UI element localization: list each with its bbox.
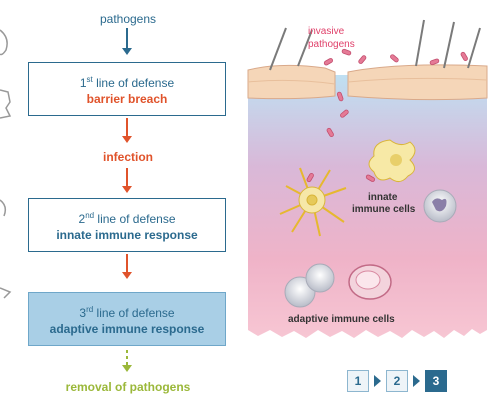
adaptive-label: adaptive immune cells — [288, 314, 395, 325]
arrow-2-head — [122, 136, 132, 143]
invasive-label-line1: invasive — [308, 26, 345, 37]
dashed-arrow — [122, 350, 132, 372]
bacteria — [306, 48, 468, 183]
skin-surface-left — [247, 64, 336, 100]
adaptive-immune-response-label: adaptive immune response — [49, 321, 205, 336]
step-3-button[interactable]: 3 — [425, 370, 447, 392]
pathogens-label: pathogens — [99, 12, 157, 26]
second-line-title: 2nd line of defense — [78, 210, 176, 226]
arrow-4-head — [122, 272, 132, 279]
innate-label-line1: innate — [368, 192, 398, 203]
hairs — [269, 19, 481, 71]
infection-label: infection — [103, 150, 153, 164]
skin-illustration: invasive pathogens innate immune cells a… — [247, 19, 488, 338]
barrier-breach-label: barrier breach — [86, 91, 168, 106]
partial-icon-lower — [0, 199, 7, 217]
lymphocyte-cells — [284, 263, 335, 308]
innate-label-line2: immune cells — [352, 204, 416, 215]
arrow-3-line — [126, 168, 128, 188]
second-line-of-defense-box: 2nd line of defense innate immune respon… — [28, 198, 226, 252]
invasive-label-line2: pathogens — [308, 39, 355, 50]
partial-icon-bottom — [0, 287, 12, 299]
arrow-2-line — [126, 118, 128, 138]
side-icons — [0, 29, 12, 299]
first-line-title: 1st line of defense — [79, 74, 175, 90]
plasma-cell — [348, 264, 392, 300]
partial-icon-middle — [0, 89, 12, 119]
step-arrow-2 — [413, 375, 420, 387]
third-line-of-defense-box: 3rd line of defense adaptive immune resp… — [28, 292, 226, 346]
third-line-title: 3rd line of defense — [79, 304, 175, 320]
removal-of-pathogens-label: removal of pathogens — [65, 380, 191, 394]
partial-icon-top — [0, 29, 8, 56]
arrow-1-head — [122, 48, 132, 55]
arrow-3-head — [122, 186, 132, 193]
step-1-button[interactable]: 1 — [347, 370, 369, 392]
first-line-of-defense-box: 1st line of defense barrier breach — [28, 62, 226, 116]
step-arrow-1 — [374, 375, 381, 387]
innate-immune-response-label: innate immune response — [56, 227, 198, 242]
arrow-4-line — [126, 254, 128, 274]
dendritic-cell — [279, 167, 347, 237]
arrow-1-line — [126, 28, 128, 50]
macrophage-cell — [368, 139, 416, 182]
skin-surface-right — [347, 64, 488, 101]
neutrophil-cell — [423, 189, 457, 223]
step-2-button[interactable]: 2 — [386, 370, 408, 392]
